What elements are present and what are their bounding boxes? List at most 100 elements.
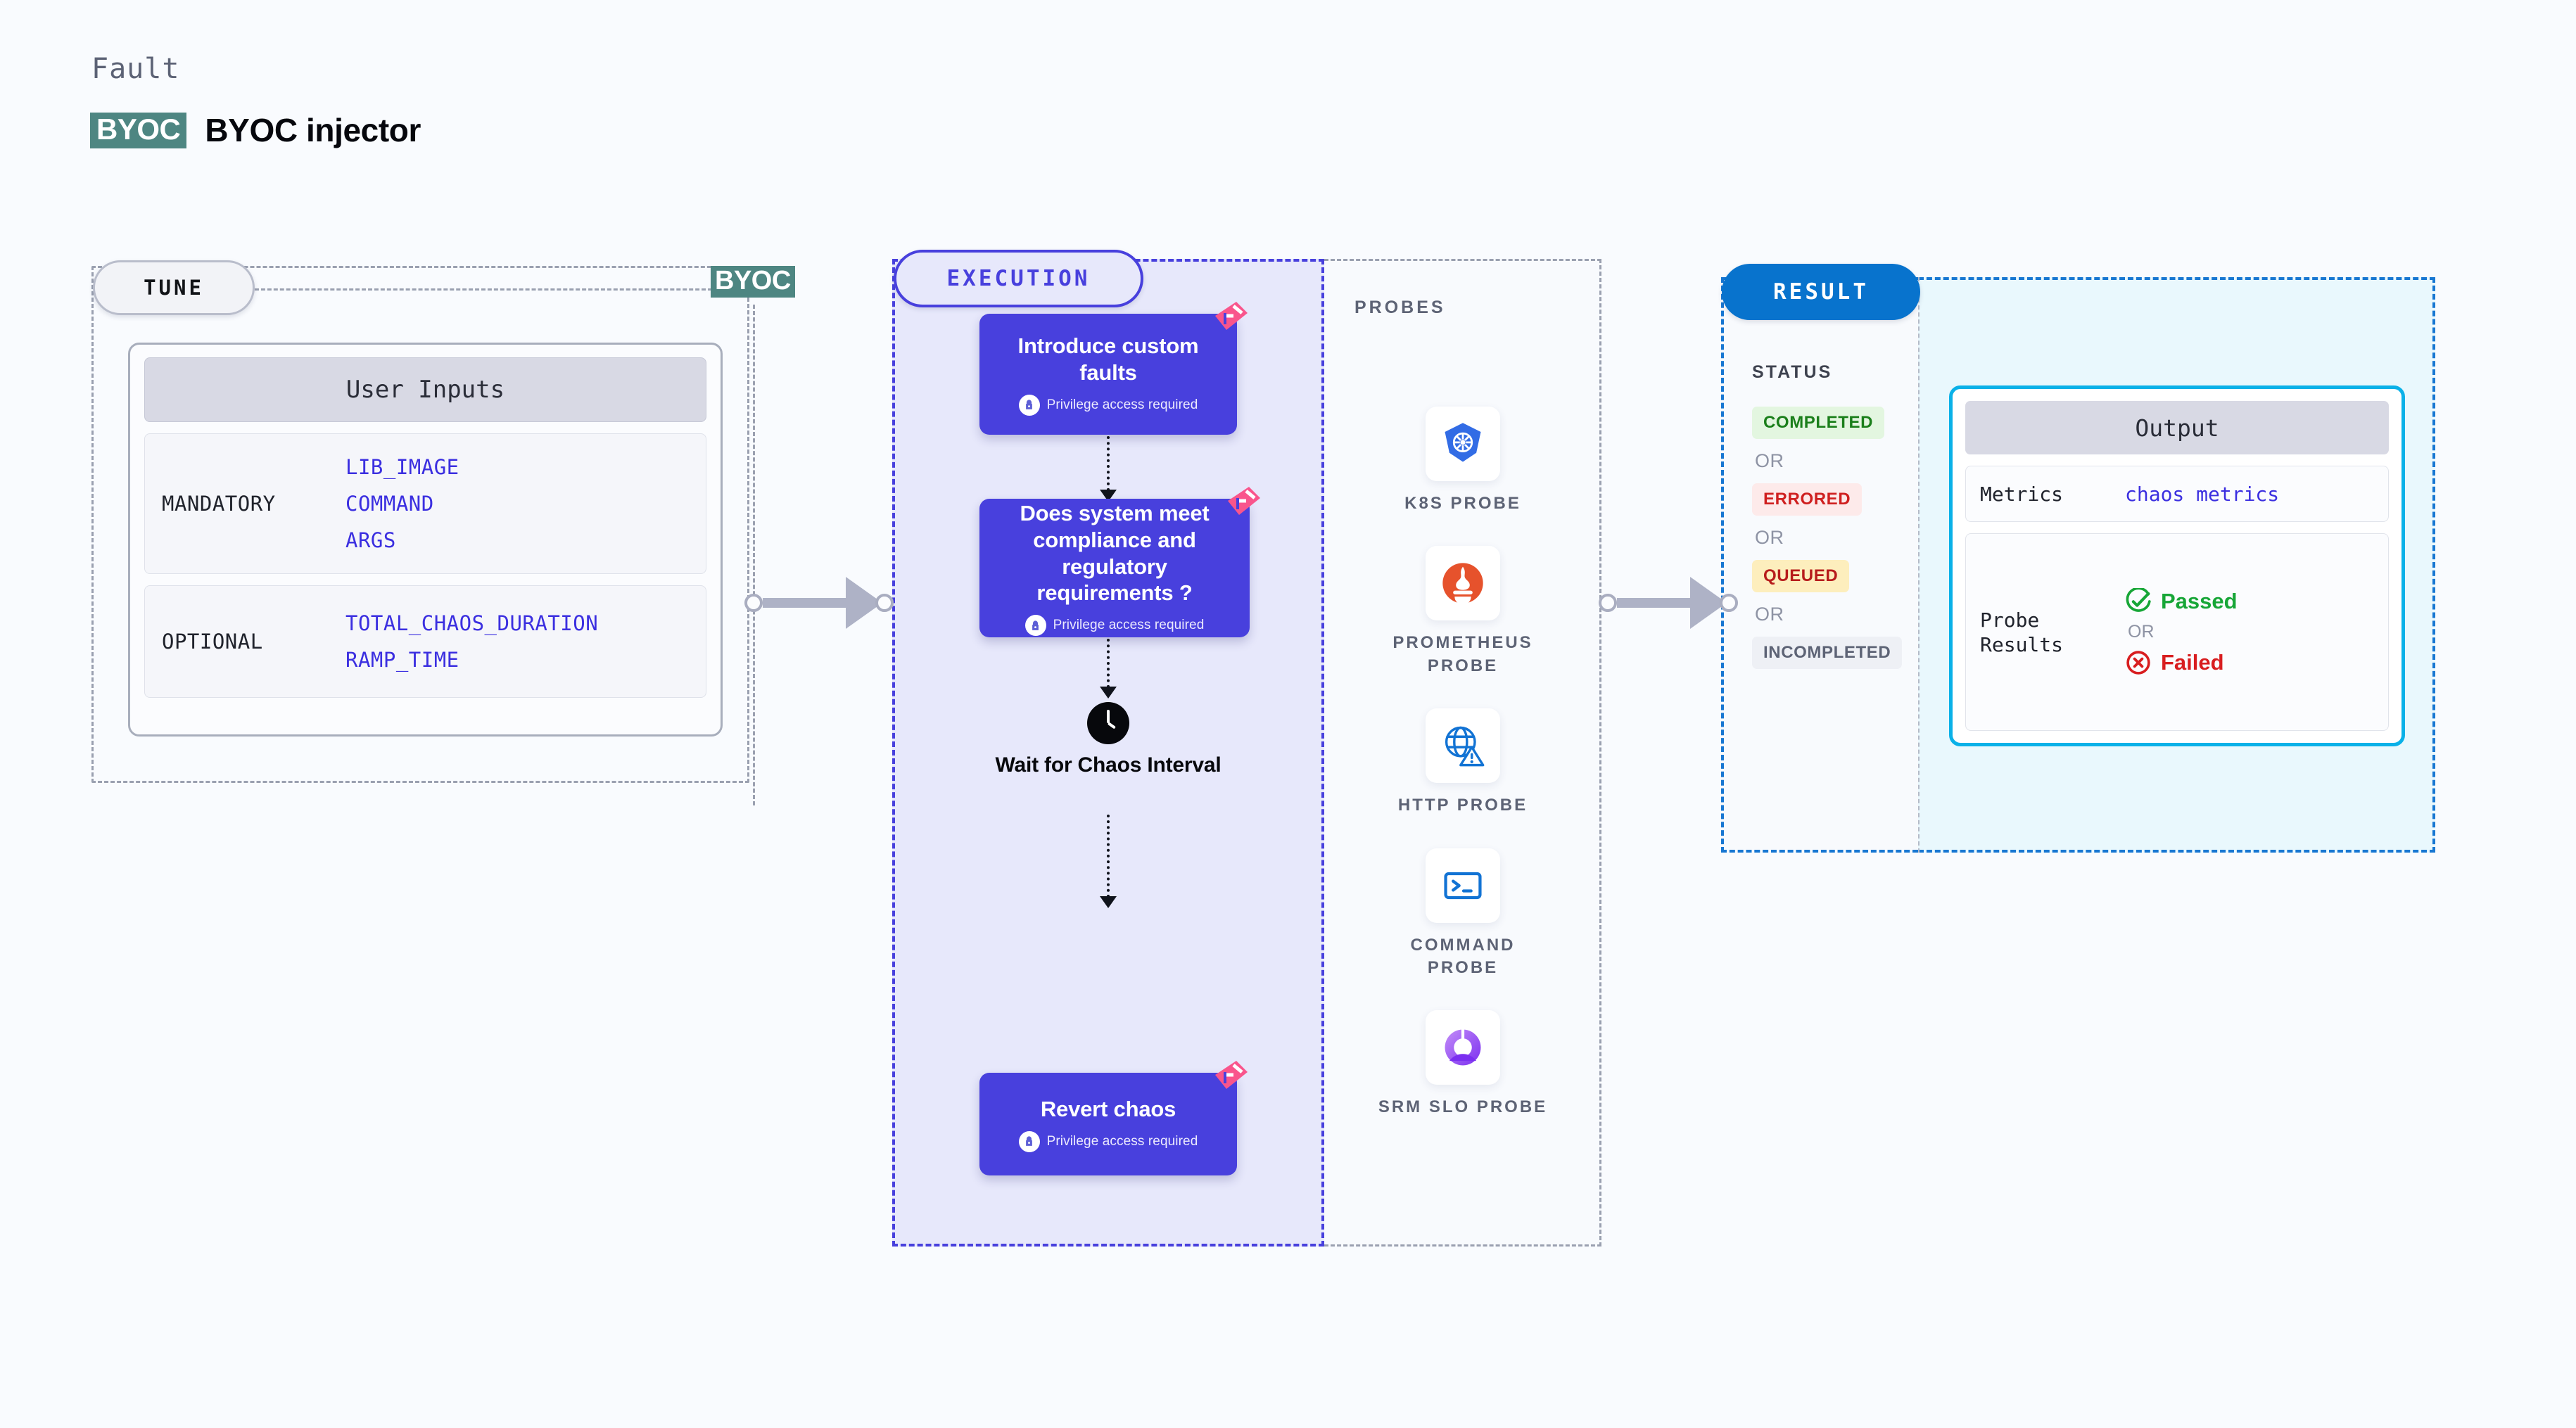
flow-line (1107, 639, 1110, 688)
execution-flow: Introduce custom faults Privilege access… (892, 259, 1324, 1247)
node-title: Introduce custom faults (1017, 333, 1199, 385)
chaos-flag-icon (1215, 302, 1248, 330)
lock-icon (1018, 1130, 1040, 1152)
tune-pill[interactable]: TUNE (93, 260, 255, 315)
status-or: OR (1755, 604, 1784, 625)
env-var[interactable]: RAMP_TIME (345, 648, 459, 672)
status-badge-errored: ERRORED (1752, 483, 1863, 516)
probe-label: K8S PROBE (1404, 494, 1521, 513)
probe-result-or: OR (2128, 622, 2155, 642)
probe-item-command[interactable]: COMMAND PROBE (1375, 848, 1551, 980)
tune-top-connector (255, 288, 712, 291)
probe-result-passed: Passed (2125, 588, 2238, 615)
connector-start-dot (744, 594, 763, 612)
status-list: COMPLETED OR ERRORED OR QUEUED OR INCOMP… (1752, 407, 1903, 669)
page-eyebrow: Fault (91, 53, 180, 85)
privilege-text: Privilege access required (1046, 1133, 1198, 1149)
env-var[interactable]: TOTAL_CHAOS_DURATION (345, 611, 599, 635)
status-or: OR (1755, 450, 1784, 471)
probe-label: SRM SLO PROBE (1378, 1097, 1548, 1117)
env-var[interactable]: COMMAND (345, 492, 434, 516)
lock-icon (1024, 615, 1046, 637)
result-output-divider (1918, 277, 1920, 853)
output-card: Output Metrics chaos metrics Probe Resul… (1949, 385, 2405, 746)
probes-list: K8S PROBE PROMETHEUS PROBE (1324, 407, 1601, 1119)
tune-region (91, 266, 749, 783)
mandatory-vars: LIB_IMAGE COMMAND ARGS (345, 455, 459, 552)
probe-label: COMMAND PROBE (1410, 935, 1516, 977)
user-inputs-card: User Inputs MANDATORY LIB_IMAGE COMMAND … (128, 343, 723, 737)
status-badge-completed: COMPLETED (1752, 407, 1885, 439)
optional-group: OPTIONAL TOTAL_CHAOS_DURATION RAMP_TIME (144, 585, 706, 698)
chaos-flag-icon (1228, 487, 1260, 515)
probe-results-label: Probe Results (1980, 608, 2064, 656)
prometheus-icon (1426, 546, 1500, 621)
http-globe-icon (1426, 708, 1500, 784)
probe-label: PROMETHEUS PROBE (1392, 633, 1533, 675)
check-circle-icon (2126, 588, 2151, 612)
passed-label: Passed (2161, 589, 2238, 613)
mandatory-group: MANDATORY LIB_IMAGE COMMAND ARGS (144, 433, 706, 574)
connector-start-dot (1599, 594, 1617, 612)
user-inputs-header: User Inputs (144, 357, 706, 422)
page-title: BYOC injector (205, 112, 421, 148)
output-probe-results-row: Probe Results Passed OR Failed (1965, 533, 2389, 731)
execution-node-introduce-faults[interactable]: Introduce custom faults Privilege access… (979, 302, 1248, 435)
execution-node-compliance-check[interactable]: Does system meet compliance and regulato… (979, 487, 1260, 637)
privilege-note: Privilege access required (1024, 615, 1205, 637)
execution-node-revert-chaos[interactable]: Revert chaos Privilege access required (979, 1061, 1248, 1175)
lock-icon (1018, 394, 1040, 416)
env-var[interactable]: ARGS (345, 528, 396, 552)
output-header: Output (1965, 401, 2389, 454)
env-var[interactable]: LIB_IMAGE (345, 455, 459, 479)
output-metrics-row: Metrics chaos metrics (1965, 466, 2389, 522)
byoc-badge: BYOC (90, 112, 187, 148)
probe-results-values: Passed OR Failed (2125, 588, 2238, 676)
srm-slo-icon (1426, 1010, 1500, 1085)
tune-right-connector (753, 305, 755, 805)
kubernetes-icon (1426, 407, 1500, 481)
result-pill[interactable]: RESULT (1722, 264, 1920, 320)
mandatory-label: MANDATORY (162, 492, 276, 516)
privilege-note: Privilege access required (1018, 394, 1198, 416)
connector-line (763, 598, 849, 608)
privilege-text: Privilege access required (1053, 618, 1205, 633)
probes-title: PROBES (1354, 298, 1446, 317)
wait-label: Wait for Chaos Interval (995, 753, 1222, 777)
connector-end-dot (1720, 594, 1738, 612)
probe-item-prometheus[interactable]: PROMETHEUS PROBE (1375, 546, 1551, 677)
flow-arrowhead (1100, 896, 1117, 908)
chaos-flag-icon (1215, 1061, 1248, 1089)
status-badge-incompleted: INCOMPLETED (1752, 637, 1903, 669)
node-title: Does system meet compliance and regulato… (1020, 500, 1210, 606)
connector-line (1617, 598, 1693, 608)
flow-arrowhead (1100, 490, 1117, 502)
execution-pill[interactable]: EXECUTION (894, 250, 1143, 307)
probe-result-failed: Failed (2125, 649, 2224, 676)
status-or: OR (1755, 527, 1784, 548)
flow-arrowhead (1100, 687, 1117, 699)
flow-line (1107, 436, 1110, 491)
privilege-text: Privilege access required (1046, 397, 1198, 412)
failed-label: Failed (2161, 650, 2224, 675)
terminal-icon (1426, 848, 1500, 923)
metrics-value[interactable]: chaos metrics (2125, 482, 2280, 506)
execution-node-wait-interval[interactable]: Wait for Chaos Interval (892, 702, 1324, 778)
probe-item-http[interactable]: HTTP PROBE (1375, 708, 1551, 817)
connector-execution-to-result (1599, 577, 1738, 629)
page-title-row: BYOC BYOC injector (90, 111, 421, 149)
probe-label: HTTP PROBE (1397, 796, 1528, 815)
privilege-note: Privilege access required (1018, 1130, 1198, 1152)
status-badge-queued: QUEUED (1752, 560, 1850, 592)
probe-item-srm-slo[interactable]: SRM SLO PROBE (1375, 1010, 1551, 1118)
node-title: Revert chaos (1040, 1097, 1176, 1122)
connector-end-dot (875, 594, 894, 612)
status-title: STATUS (1752, 362, 1833, 382)
connector-tune-to-execution (744, 577, 894, 629)
flow-line (1107, 815, 1110, 898)
probe-item-k8s[interactable]: K8S PROBE (1375, 407, 1551, 515)
clock-icon (1087, 702, 1129, 744)
byoc-edge-marker: BYOC (711, 266, 795, 298)
metrics-label: Metrics (1980, 482, 2064, 506)
